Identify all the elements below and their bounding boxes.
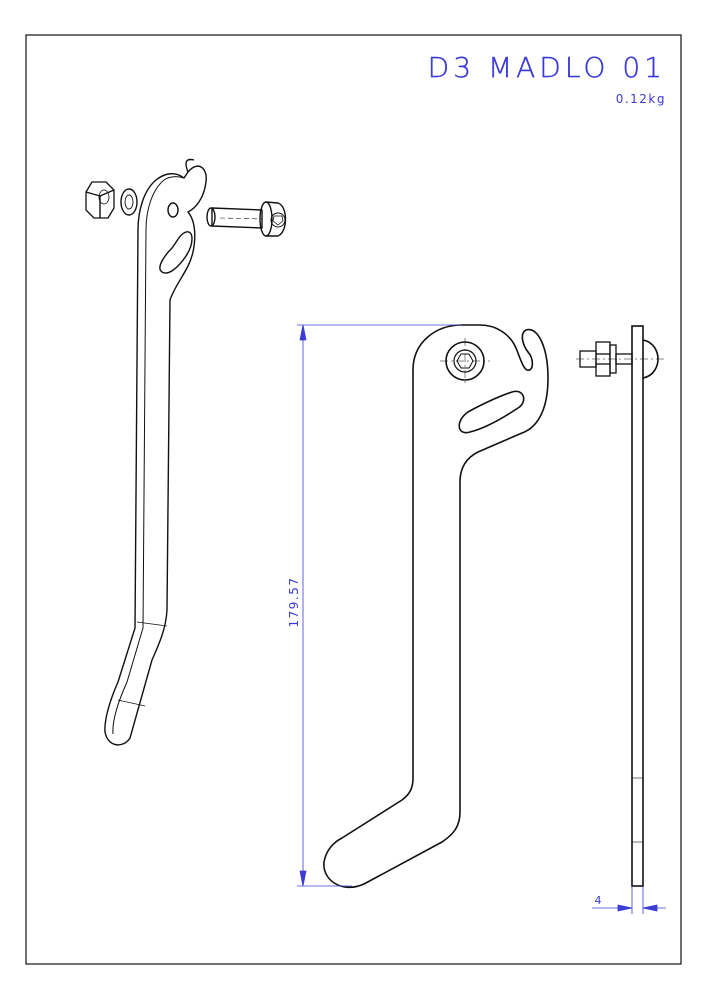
drawing-weight: 0.12kg — [616, 92, 666, 106]
iso-slot — [159, 231, 193, 274]
iso-bend-line-2 — [117, 699, 146, 707]
iso-bolt — [206, 201, 287, 237]
iso-lever-body — [104, 165, 207, 746]
front-view — [323, 324, 549, 889]
side-fastener — [576, 341, 664, 377]
side-plate — [631, 325, 644, 887]
dimension-length-label: 179.57 — [287, 577, 301, 628]
side-view — [576, 325, 664, 887]
front-slot — [458, 390, 525, 434]
iso-pivot-hole — [167, 202, 179, 218]
iso-lever-thickness — [112, 176, 185, 735]
dimension-thickness-label: 4 — [595, 894, 602, 907]
isometric-view — [85, 158, 287, 746]
front-lever-outline — [323, 324, 549, 889]
sheet-border — [25, 34, 682, 965]
drawing-title: D3 MADLO 01 — [428, 51, 666, 84]
iso-washer — [120, 188, 138, 216]
iso-nut — [85, 181, 115, 219]
iso-bend-line — [136, 621, 168, 627]
dimension-length — [297, 324, 462, 887]
iso-hook — [185, 158, 195, 173]
dimension-thickness — [592, 886, 666, 914]
